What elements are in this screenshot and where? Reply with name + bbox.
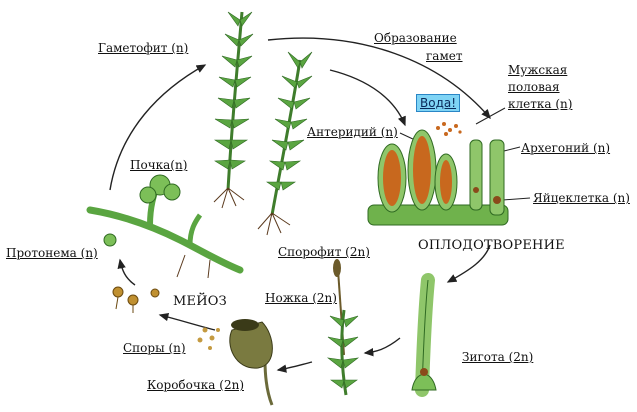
label-gametophyte: Гаметофит (n) <box>98 41 189 55</box>
pointer-antheridium <box>399 132 416 141</box>
arrow-sporophyte-to-capsule <box>276 361 313 373</box>
arrow-zygote-to-sporophyte <box>363 337 401 357</box>
label-gamete-formation-line1: Образование <box>374 31 457 45</box>
arrow-gametophyte-to-gametes <box>267 37 491 120</box>
label-meiosis: МЕЙОЗ <box>173 294 227 309</box>
label-sporophyte: Спорофит (2n) <box>278 245 370 259</box>
arrow-spores-to-protonema <box>117 258 136 286</box>
arrow-fertilization-to-zygote <box>446 244 491 283</box>
arrow-protonema-to-gametophyte <box>109 64 207 191</box>
label-male-cell-line2: половая <box>508 80 560 94</box>
label-stalk: Ножка (2n) <box>265 291 337 305</box>
arrow-to-antheridium <box>329 69 406 127</box>
label-capsule: Коробочка (2n) <box>147 378 244 392</box>
label-male-cell-line3: клетка (n) <box>508 97 573 111</box>
zygote-plant <box>411 273 437 397</box>
label-protonema: Протонема (n) <box>6 246 98 260</box>
arrow-capsule-to-spores <box>158 312 216 331</box>
label-archegonium: Архегоний (n) <box>521 141 611 155</box>
label-zygote: Зигота (2n) <box>462 350 534 364</box>
sporophyte-plant <box>326 259 360 396</box>
label-male-cell-line1: Мужская <box>508 63 568 77</box>
gametophyte-plant-left <box>213 11 254 209</box>
label-gamete-formation-line2: гамет <box>426 49 463 63</box>
label-egg-cell: Яйцеклетка (n) <box>533 191 630 205</box>
pointer-male-cell <box>475 107 506 125</box>
spores-group <box>112 286 160 313</box>
label-fertilization: ОПЛОДОТВОРЕНИЕ <box>418 238 565 253</box>
antheridia-archegonia-section <box>367 122 509 226</box>
capsule-plant <box>197 319 274 406</box>
gametophyte-plant-right <box>257 51 313 236</box>
label-spores: Споры (n) <box>123 341 186 355</box>
water-badge: Вода! <box>416 94 461 112</box>
pointer-egg <box>502 197 531 201</box>
label-bud: Почка(n) <box>130 158 188 172</box>
label-antheridium: Антеридий (n) <box>307 125 398 139</box>
protonema-plant <box>86 174 244 279</box>
